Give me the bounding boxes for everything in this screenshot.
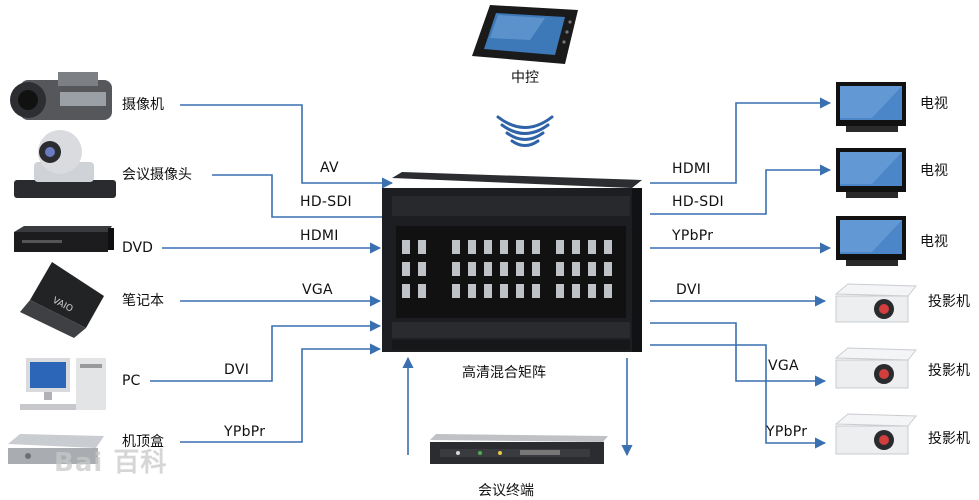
matrix-port bbox=[500, 240, 508, 254]
input-signal-label: VGA bbox=[302, 282, 333, 298]
matrix-port bbox=[604, 284, 612, 298]
projector-icon-3 bbox=[834, 413, 918, 455]
matrix-port bbox=[484, 284, 492, 298]
set-top-box-icon bbox=[8, 434, 104, 464]
matrix-port bbox=[556, 284, 564, 298]
matrix-port bbox=[500, 262, 508, 276]
matrix-port bbox=[418, 240, 426, 254]
matrix-port bbox=[468, 262, 476, 276]
input-signal-label: HDMI bbox=[300, 228, 339, 244]
input-line-ypbpr bbox=[180, 343, 382, 443]
input-signal-label: YPbPr bbox=[224, 424, 266, 440]
laptop-icon: VAIO bbox=[20, 262, 104, 338]
input-signal-label: HD-SDI bbox=[300, 194, 352, 210]
matrix-port bbox=[402, 284, 410, 298]
input-device-label: DVD bbox=[122, 240, 153, 256]
output-signal-label: HDMI bbox=[672, 161, 711, 177]
matrix-port bbox=[500, 284, 508, 298]
matrix-port bbox=[588, 284, 596, 298]
output-line-vga bbox=[650, 322, 827, 387]
input-device-label: 摄像机 bbox=[122, 97, 164, 113]
matrix-port bbox=[604, 240, 612, 254]
projector-icon-1 bbox=[834, 283, 918, 323]
camcorder-icon bbox=[10, 72, 112, 120]
output-device-label: 电视 bbox=[920, 96, 948, 112]
input-device-label: 会议摄像头 bbox=[122, 167, 192, 183]
matrix-port bbox=[604, 262, 612, 276]
matrix-port bbox=[418, 262, 426, 276]
desktop-pc-icon bbox=[20, 358, 106, 410]
tv-icon-2 bbox=[836, 148, 906, 198]
matrix-port bbox=[468, 284, 476, 298]
matrix-port bbox=[516, 240, 524, 254]
output-signal-label: VGA bbox=[768, 358, 799, 374]
central-control-label: 中控 bbox=[511, 70, 539, 86]
output-device-label: 电视 bbox=[920, 234, 948, 250]
conference-terminal-icon bbox=[430, 434, 608, 464]
matrix-port bbox=[572, 284, 580, 298]
matrix-port bbox=[402, 262, 410, 276]
matrix-port bbox=[532, 262, 540, 276]
dvd-player-icon bbox=[14, 226, 114, 252]
matrix-port bbox=[452, 262, 460, 276]
input-line-dvi bbox=[150, 320, 382, 382]
input-line-av bbox=[180, 104, 394, 189]
output-device-label: 电视 bbox=[920, 163, 948, 179]
matrix-port bbox=[484, 240, 492, 254]
projector-icon-2 bbox=[834, 347, 918, 389]
input-signal-label: DVI bbox=[224, 362, 250, 378]
matrix-port bbox=[588, 262, 596, 276]
matrix-port bbox=[572, 262, 580, 276]
tv-icon-1 bbox=[836, 82, 906, 132]
matrix-port bbox=[516, 262, 524, 276]
matrix-port bbox=[532, 284, 540, 298]
matrix-port bbox=[402, 240, 410, 254]
output-device-label: 投影机 bbox=[928, 363, 970, 379]
output-line-ypbpr-2 bbox=[650, 344, 827, 449]
output-signal-label: DVI bbox=[676, 282, 702, 298]
output-device-label: 投影机 bbox=[928, 294, 970, 310]
matrix-port bbox=[532, 240, 540, 254]
watermark: Bai 百科 bbox=[54, 448, 168, 478]
matrix-port bbox=[418, 284, 426, 298]
tv-icon-3 bbox=[836, 216, 906, 266]
matrix-port bbox=[468, 240, 476, 254]
input-device-label: 机顶盒 bbox=[122, 434, 164, 450]
matrix-port bbox=[572, 240, 580, 254]
ptz-camera-icon bbox=[14, 130, 116, 198]
output-signal-label: YPbPr bbox=[766, 424, 808, 440]
conference-terminal-label: 会议终端 bbox=[478, 483, 534, 499]
output-device-label: 投影机 bbox=[928, 431, 970, 447]
matrix-ports bbox=[402, 240, 612, 298]
input-line-hd-sdi bbox=[212, 174, 394, 223]
output-line-hd-sdi bbox=[650, 164, 832, 215]
output-line-hdmi bbox=[650, 97, 832, 184]
matrix-port bbox=[588, 240, 596, 254]
wireless-signal-icon bbox=[496, 115, 554, 147]
matrix-label: 高清混合矩阵 bbox=[462, 365, 546, 381]
matrix-port bbox=[484, 262, 492, 276]
tablet-icon bbox=[472, 5, 578, 64]
output-signal-label: YPbPr bbox=[672, 228, 714, 244]
matrix-port bbox=[452, 240, 460, 254]
input-device-label: 笔记本 bbox=[122, 293, 164, 309]
matrix-port bbox=[556, 240, 564, 254]
input-signal-label: AV bbox=[320, 160, 339, 176]
output-signal-label: HD-SDI bbox=[672, 194, 724, 210]
matrix-port bbox=[452, 284, 460, 298]
matrix-port bbox=[556, 262, 564, 276]
matrix-port bbox=[516, 284, 524, 298]
input-device-label: PC bbox=[122, 373, 141, 389]
